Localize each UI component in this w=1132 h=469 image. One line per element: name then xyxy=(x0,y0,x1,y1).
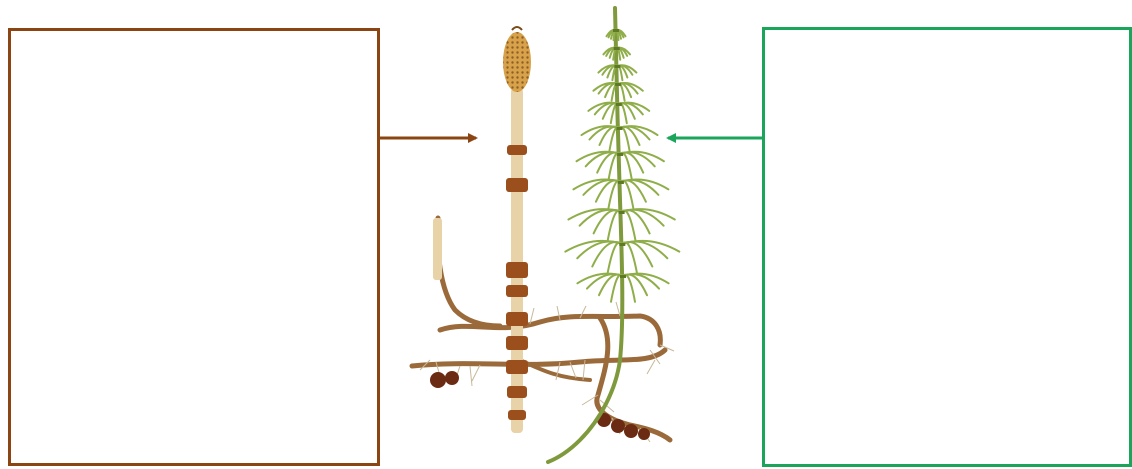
strobilus xyxy=(503,27,531,92)
sterile-branch xyxy=(596,180,621,201)
sterile-node xyxy=(613,29,619,32)
sterile-branch xyxy=(592,242,622,267)
sterile-branch xyxy=(621,180,646,201)
sterile-node xyxy=(620,275,626,278)
sterile-node xyxy=(614,65,620,68)
sterile-branch xyxy=(621,181,634,209)
sterile-branch xyxy=(622,242,652,267)
sterile-node xyxy=(614,47,620,50)
sterile-branch xyxy=(622,210,650,233)
sterile-node xyxy=(619,211,625,214)
sterile-branch xyxy=(619,103,627,123)
sterile-stem xyxy=(548,8,679,462)
sterile-node xyxy=(616,103,622,106)
sterile-branch xyxy=(622,242,637,274)
sterile-node xyxy=(619,243,625,246)
sterile-branch xyxy=(594,210,622,233)
sterile-node xyxy=(617,153,623,156)
sterile-branch xyxy=(623,275,635,302)
sterile-node xyxy=(618,181,624,184)
sterile-branch xyxy=(620,127,630,151)
sterile-branch xyxy=(620,153,632,179)
sterile-node xyxy=(617,127,623,130)
fertile-stem xyxy=(503,27,531,433)
sterile-branch xyxy=(622,210,636,241)
sterile-node xyxy=(615,83,621,86)
old-stem-stub xyxy=(433,218,442,280)
